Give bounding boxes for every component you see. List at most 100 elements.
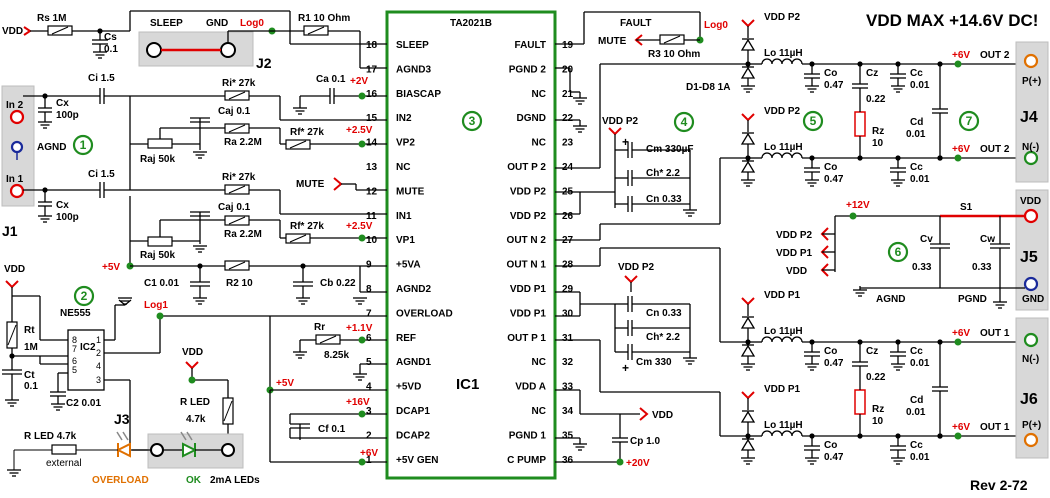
vddp2-arrow-label: VDD P2 [776,230,813,241]
co-label: Co [824,440,837,451]
pin-name: AGND1 [396,357,431,368]
ca-label: Ca 0.1 [316,74,346,85]
cf-label: Cf 0.1 [318,424,346,435]
pin-number: 26 [562,211,574,222]
j5-designator: J5 [1020,249,1038,266]
pin-number: 3 [366,406,372,417]
v16-label: +16V [346,397,370,408]
svg-text:8: 8 [72,335,77,345]
vddp2-decoupling: VDD P2 + Cm 330µF Ch* 2.2 Cn 0.33 4 [555,111,698,217]
j5-pin-gnd[interactable] [1023,276,1039,292]
ref-section: +5V Rr +1.1V 8.25k Cf 0.1 +16V +6V [266,316,387,466]
j1-in1-pin[interactable] [9,183,25,199]
rz-value: 10 [872,138,884,149]
cs-value: 0.1 [104,44,118,55]
sleep-section: VDD Rs 1M Cs 0.1 SLEEP GND Log0 R1 10 Oh… [2,10,387,71]
mute-input: MUTE [296,177,387,191]
j4-pin-nminus[interactable] [1023,150,1039,166]
cp-label: Cp 1.0 [630,436,660,447]
ic2-label: IC2 [80,342,96,353]
j5-vdd-label: VDD [1020,196,1041,207]
pin-name: BIASCAP [396,89,441,100]
j3-pin-2[interactable] [221,443,235,457]
fault-label: FAULT [620,18,651,29]
log1-label: Log1 [144,300,168,311]
pin-number: 30 [562,308,574,319]
pin-name: VDD P1 [510,284,547,295]
block-marker-2: 2 [73,285,95,307]
co-value: 0.47 [824,358,844,369]
j6-pin-pplus[interactable] [1023,432,1039,448]
caj-label-ch1: Caj 0.1 [218,202,251,213]
rled-ext-label: R LED 4.7k [24,431,77,442]
r1-label: R1 10 Ohm [298,13,350,24]
j3-pin-1[interactable] [150,443,164,457]
pin-number: 8 [366,284,372,295]
cc-label: Cc [910,162,923,173]
out-label: OUT 2 [980,144,1010,155]
rr-value: 8.25k [324,350,349,361]
cc-value: 0.01 [910,80,930,91]
cz-value: 0.22 [866,94,886,105]
ic1-pin-30: VDD P1 30 [510,308,574,319]
pin-number: 34 [562,406,574,417]
block-marker-5: 5 [802,110,824,132]
pin-number: 18 [366,40,378,51]
output2-routing [555,63,748,241]
pin-name: OUT N 1 [507,260,547,271]
j1-in2-pin[interactable] [9,109,25,125]
cx-label-ch2: Cx [56,98,69,109]
pin-name: DGND [517,113,546,124]
rf-label-ch1: Rf* 27k [290,221,324,232]
v11-label: +1.1V [346,323,373,334]
j5-pin-vdd[interactable] [1023,208,1039,224]
j6-pin-nminus[interactable] [1023,332,1039,348]
cx-label-ch1: Cx [56,200,69,211]
pin-number: 14 [366,138,378,149]
pin-number: 36 [562,455,574,466]
j2-pin-gnd[interactable] [220,42,236,58]
j4-connector-group: P(+) J4 N(-) [1015,41,1049,183]
pin-name: AGND2 [396,284,431,295]
cd-value: 0.01 [906,129,926,140]
v6-label: +6V [952,422,970,433]
v25-label-ch2: +2.5V [346,125,373,136]
cz-value: 0.22 [866,372,886,383]
block-marker-4: 4 [673,111,695,133]
r2-label: R2 10 [226,278,253,289]
j6-nminus-label: N(-) [1022,354,1039,365]
j4-pin-pplus[interactable] [1023,53,1039,69]
ri-label-ch2: Ri* 27k [222,78,256,89]
ic1-pin-22: DGND 22 [517,113,574,124]
j2-pin-sleep[interactable] [146,42,162,58]
j1-agnd-pin[interactable] [10,140,24,154]
j5-gnd-label: GND [1022,294,1044,305]
svg-text:7: 7 [966,114,973,128]
pin-name: VDD P1 [510,308,547,319]
pin-name: OUT N 2 [507,235,547,246]
pin-number: 6 [366,333,372,344]
pin-name: VDD P2 [510,186,547,197]
svg-text:4: 4 [96,361,101,371]
pin-number: 7 [366,308,372,319]
co-label: Co [824,346,837,357]
j2-sleep-label: SLEEP [150,18,183,29]
vdda-label: VDD [652,410,673,421]
rt-value: 1M [24,342,38,353]
svg-text:3: 3 [96,375,101,385]
external-label: external [46,458,82,469]
j1-designator: J1 [2,223,18,239]
pin-number: 17 [366,64,378,75]
pin-number: 22 [562,113,574,124]
pin-number: 9 [366,260,372,271]
